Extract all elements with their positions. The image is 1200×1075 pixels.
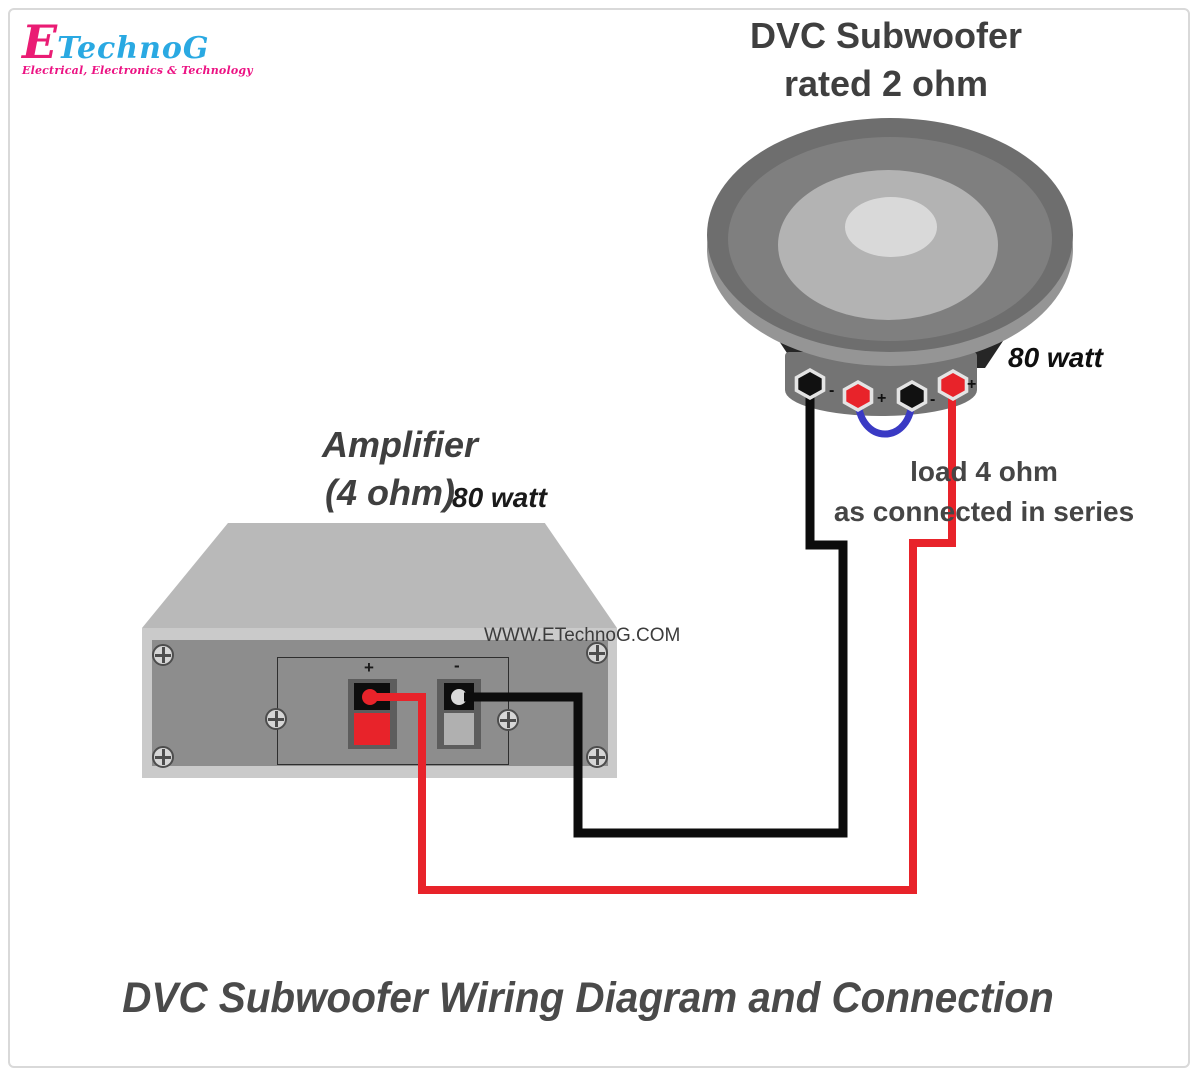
subwoofer-power-label: 80 watt xyxy=(1008,342,1103,373)
amplifier-title: Amplifier xyxy=(322,424,479,465)
screw-icon xyxy=(152,746,174,768)
etechnog-logo: ETechnoG Electrical, Electronics & Techn… xyxy=(22,19,253,77)
amplifier-power-label: 80 watt xyxy=(452,482,547,513)
logo-tagline: Electrical, Electronics & Technology xyxy=(22,64,253,77)
load-note: load 4 ohm as connected in series xyxy=(828,452,1140,532)
sub-terminal-2-sign: + xyxy=(877,390,887,407)
load-note-line1: load 4 ohm xyxy=(910,456,1058,487)
screw-icon xyxy=(497,709,519,731)
logo-name: TechnoG xyxy=(57,31,210,66)
diagram-caption: DVC Subwoofer Wiring Diagram and Connect… xyxy=(122,974,1054,1022)
subwoofer-title-line1: DVC Subwoofer xyxy=(749,15,1022,56)
amp-positive-terminal xyxy=(348,679,397,749)
sub-terminal-4-sign: + xyxy=(967,376,977,393)
logo-mark: E xyxy=(22,15,58,69)
amp-positive-pad xyxy=(354,713,390,745)
amp-positive-contact xyxy=(362,689,378,705)
screw-icon xyxy=(586,746,608,768)
screw-icon xyxy=(265,708,287,730)
amp-minus-label: - xyxy=(454,656,460,675)
speaker-dust-cap xyxy=(845,197,937,257)
load-note-line2: as connected in series xyxy=(833,496,1135,527)
subwoofer-title: DVC Subwoofer rated 2 ohm xyxy=(710,12,1062,108)
amp-plus-label: + xyxy=(364,658,374,677)
amp-negative-pad xyxy=(444,713,474,745)
amplifier-impedance: (4 ohm) xyxy=(325,472,455,513)
amp-negative-terminal xyxy=(437,679,481,749)
watermark: WWW.ETechnoG.COM xyxy=(484,625,681,646)
subwoofer-title-line2: rated 2 ohm xyxy=(783,63,989,104)
page-border xyxy=(8,8,1190,1068)
sub-terminal-1-sign: - xyxy=(829,382,835,399)
sub-terminal-3-sign: - xyxy=(930,391,936,408)
screw-icon xyxy=(152,644,174,666)
